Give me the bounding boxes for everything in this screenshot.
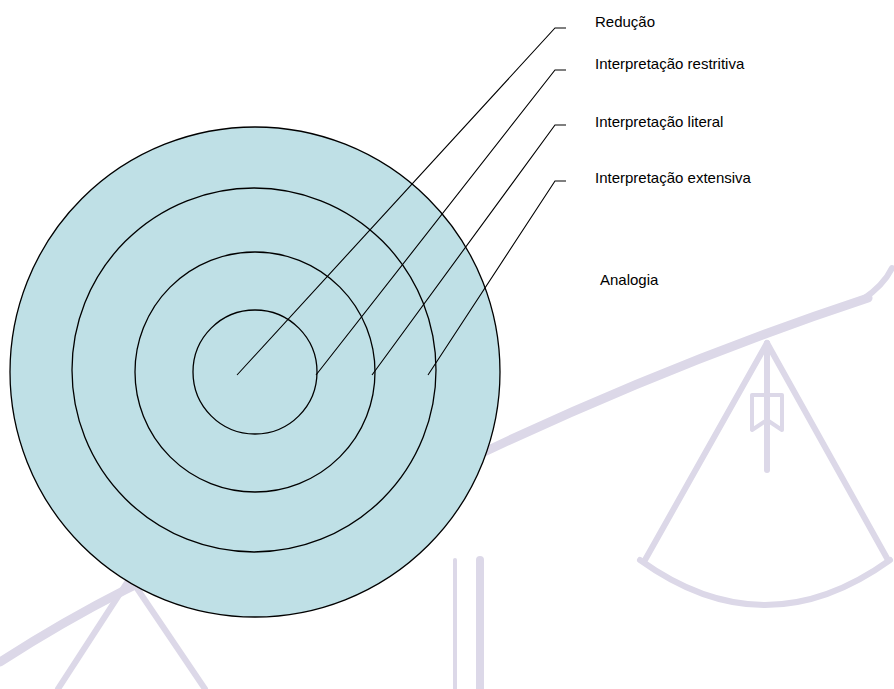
callout-label: Interpretação extensiva — [595, 169, 751, 187]
callout-label: Interpretação literal — [595, 113, 723, 131]
circle-ring-3 — [72, 188, 436, 552]
leader-lines — [237, 28, 566, 375]
leader-line — [316, 70, 566, 375]
leader-line — [428, 181, 566, 375]
inner-circle — [193, 310, 317, 434]
outer-circle — [10, 127, 500, 617]
leader-line — [372, 125, 566, 375]
leader-line — [237, 28, 566, 375]
concentric-circles — [10, 127, 500, 617]
callout-label: Redução — [595, 13, 655, 31]
callout-label: Interpretação restritiva — [595, 55, 744, 73]
callout-label: Analogia — [600, 271, 658, 289]
circle-ring-2 — [135, 252, 375, 492]
